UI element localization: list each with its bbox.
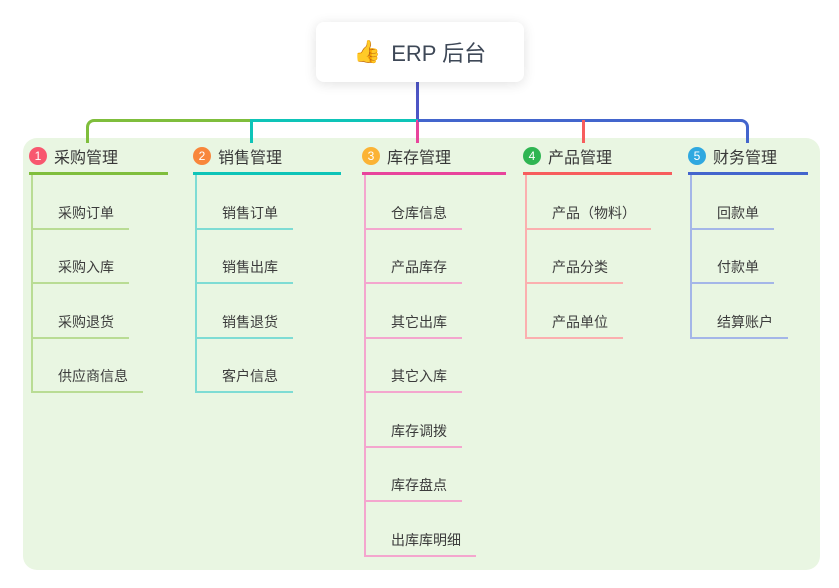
child-node[interactable]: 付款单 <box>692 230 774 284</box>
root-node[interactable]: 👍 ERP 后台 <box>316 22 524 82</box>
branch-product: 4 产品管理 产品（物料） 产品分类 产品单位 <box>523 146 672 339</box>
connector-root-drop <box>416 82 419 120</box>
background-panel <box>23 138 820 570</box>
branch-number-badge: 3 <box>362 147 380 165</box>
child-node[interactable]: 客户信息 <box>197 339 293 393</box>
child-node[interactable]: 库存调拨 <box>366 393 462 448</box>
branch-children: 回款单 付款单 结算账户 <box>690 175 808 339</box>
child-node[interactable]: 产品单位 <box>527 284 623 339</box>
child-node[interactable]: 仓库信息 <box>366 175 462 230</box>
branch-node-product[interactable]: 4 产品管理 <box>523 146 672 175</box>
branch-children: 销售订单 销售出库 销售退货 客户信息 <box>195 175 341 393</box>
child-node[interactable]: 销售退货 <box>197 284 293 339</box>
child-node[interactable]: 供应商信息 <box>33 339 143 393</box>
branch-sales: 2 销售管理 销售订单 销售出库 销售退货 客户信息 <box>193 146 341 393</box>
branch-finance: 5 财务管理 回款单 付款单 结算账户 <box>688 146 808 339</box>
branch-number-badge: 5 <box>688 147 706 165</box>
branch-number-badge: 4 <box>523 147 541 165</box>
connector-bus-left-green <box>86 119 252 143</box>
branch-number-badge: 2 <box>193 147 211 165</box>
branch-node-procurement[interactable]: 1 采购管理 <box>29 146 168 175</box>
child-node[interactable]: 产品（物料） <box>527 175 651 230</box>
child-node[interactable]: 销售出库 <box>197 230 293 284</box>
branch-inventory: 3 库存管理 仓库信息 产品库存 其它出库 其它入库 库存调拨 库存盘点 出库库… <box>362 146 506 557</box>
branch-number-badge: 1 <box>29 147 47 165</box>
child-node[interactable]: 库存盘点 <box>366 448 462 502</box>
root-node-label: ERP 后台 <box>391 41 487 66</box>
branch-children: 采购订单 采购入库 采购退货 供应商信息 <box>31 175 168 393</box>
child-node[interactable]: 出库库明细 <box>366 502 476 557</box>
branch-label: 库存管理 <box>387 150 452 167</box>
child-node[interactable]: 其它入库 <box>366 339 462 393</box>
child-node[interactable]: 采购入库 <box>33 230 129 284</box>
child-node[interactable]: 销售订单 <box>197 175 293 230</box>
branch-node-finance[interactable]: 5 财务管理 <box>688 146 808 175</box>
branch-label: 销售管理 <box>218 150 283 167</box>
branch-children: 仓库信息 产品库存 其它出库 其它入库 库存调拨 库存盘点 出库库明细 <box>364 175 506 557</box>
branch-label: 采购管理 <box>54 150 119 167</box>
child-node[interactable]: 结算账户 <box>692 284 788 339</box>
child-node[interactable]: 产品库存 <box>366 230 462 284</box>
child-node[interactable]: 产品分类 <box>527 230 623 284</box>
branch-label: 财务管理 <box>713 150 778 167</box>
connector-drop-inventory <box>416 120 419 143</box>
branch-node-inventory[interactable]: 3 库存管理 <box>362 146 506 175</box>
connector-bus-teal <box>252 119 418 122</box>
child-node[interactable]: 其它出库 <box>366 284 462 339</box>
thumbs-up-icon: 👍 <box>353 39 382 64</box>
child-node[interactable]: 采购退货 <box>33 284 129 339</box>
branch-node-sales[interactable]: 2 销售管理 <box>193 146 341 175</box>
child-node[interactable]: 采购订单 <box>33 175 129 230</box>
branch-label: 产品管理 <box>548 150 613 167</box>
connector-drop-sales <box>250 119 253 143</box>
connector-drop-product <box>582 120 585 143</box>
child-node[interactable]: 回款单 <box>692 175 774 230</box>
branch-children: 产品（物料） 产品分类 产品单位 <box>525 175 672 339</box>
branch-procurement: 1 采购管理 采购订单 采购入库 采购退货 供应商信息 <box>29 146 168 393</box>
